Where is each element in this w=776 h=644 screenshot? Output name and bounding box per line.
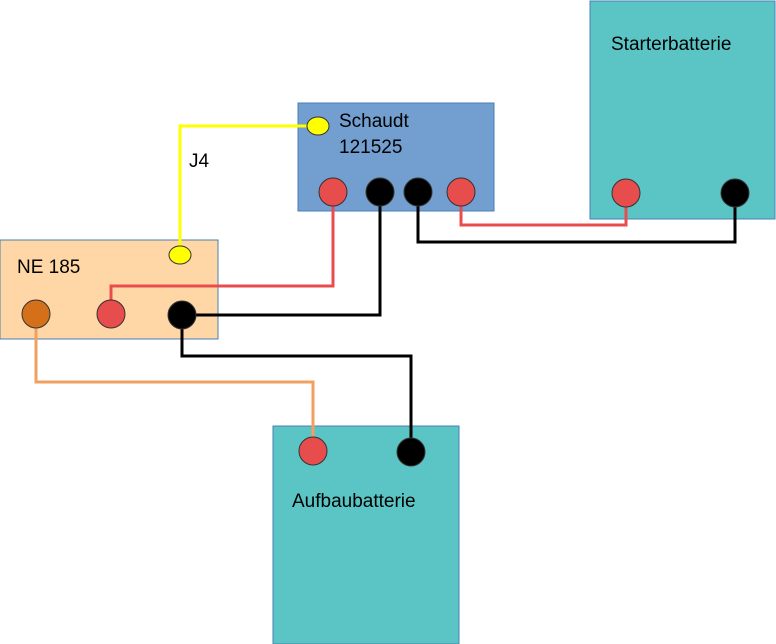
aufbau-positive-terminal bbox=[298, 436, 328, 466]
ne-red-terminal bbox=[96, 299, 126, 329]
j4-label: J4 bbox=[189, 151, 210, 172]
schaudt-label: Schaudt bbox=[339, 111, 409, 132]
ne-j4-terminal bbox=[168, 245, 192, 265]
black-wire-schaudt-to-starter bbox=[416, 192, 737, 244]
orange-wire-ne-to-aufbau bbox=[34, 314, 315, 451]
ne-orange-terminal bbox=[21, 299, 51, 329]
black-wire-ne-to-aufbau bbox=[180, 315, 413, 452]
aufbau-negative-terminal bbox=[396, 437, 426, 467]
black-wire-schaudt-to-ne bbox=[182, 192, 382, 317]
schaudt-black-terminal-1 bbox=[365, 177, 395, 207]
ne185-label: NE 185 bbox=[17, 257, 80, 278]
starterbatterie-label: Starterbatterie bbox=[611, 34, 731, 55]
schaudt-model-label: 121525 bbox=[339, 137, 402, 158]
ne-black-terminal bbox=[167, 300, 197, 330]
schaudt-j4-terminal bbox=[306, 116, 330, 136]
schaudt-red-terminal-1 bbox=[318, 177, 348, 207]
schaudt-black-terminal-2 bbox=[403, 177, 433, 207]
red-wire-schaudt-to-starter bbox=[459, 192, 628, 227]
schaudt-red-terminal-2 bbox=[446, 177, 476, 207]
aufbaubatterie-label: Aufbaubatterie bbox=[292, 491, 416, 512]
starter-negative-terminal bbox=[720, 178, 750, 208]
starter-positive-terminal bbox=[611, 178, 641, 208]
j4-wire-yellow bbox=[178, 124, 318, 255]
